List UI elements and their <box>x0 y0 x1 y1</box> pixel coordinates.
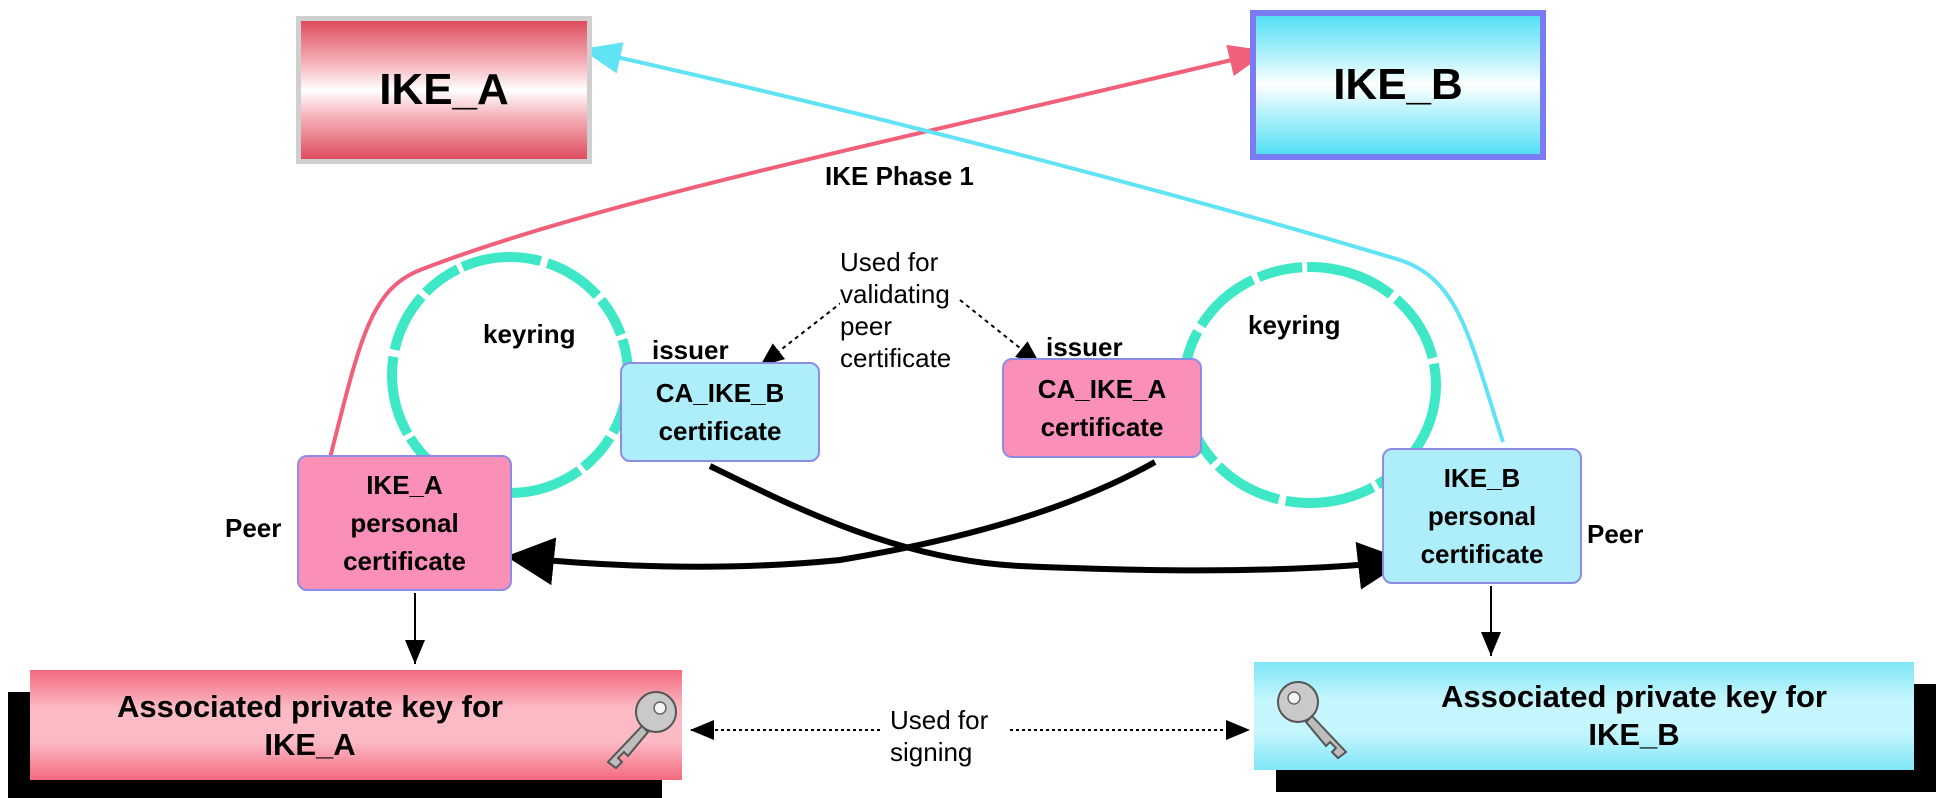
validating-arrow-right <box>959 299 1041 365</box>
phase1-line-b-to-a <box>581 42 1505 443</box>
ike-b-cert-line-2: personal <box>1427 501 1537 531</box>
ike-a-cert-line-2: personal <box>350 508 459 538</box>
ca-b-cert-line-2: certificate <box>658 416 782 446</box>
ca-a-cert-line-2: certificate <box>1040 412 1164 442</box>
signing-line-1: Used for <box>890 705 989 735</box>
ike-a-personal-certificate: IKE_A personal certificate <box>297 455 512 591</box>
ike-b-node: IKE_B <box>1250 10 1546 160</box>
private-key-b-text: Associated private key for IKE_B <box>1354 678 1914 754</box>
issuer-right-label: issuer <box>1046 332 1123 362</box>
issuer-link-ca-a-to-ike-a <box>506 459 1157 586</box>
private-key-b-line-2: IKE_B <box>1588 717 1680 752</box>
validating-line-4: certificate <box>840 343 952 373</box>
keyring-right-label: keyring <box>1248 310 1341 340</box>
validating-note: Used for validating peer certificate <box>840 246 952 374</box>
ca-ike-a-certificate: CA_IKE_A certificate <box>1002 358 1202 458</box>
ike-b-cert-line-1: IKE_B <box>1443 463 1521 493</box>
ike-a-node: IKE_A <box>296 16 592 164</box>
validating-line-2: validating <box>840 279 950 309</box>
peer-right-label: Peer <box>1587 519 1644 549</box>
private-key-b-box: Associated private key for IKE_B <box>1254 662 1914 770</box>
keyring-left-label: keyring <box>483 319 576 349</box>
private-key-a-text: Associated private key for IKE_A <box>30 688 590 764</box>
key-icon <box>606 691 677 770</box>
peer-left-label: Peer <box>225 513 282 543</box>
ike-b-label: IKE_B <box>1333 60 1463 109</box>
private-key-b-line-1: Associated private key for <box>1441 679 1827 714</box>
signing-line-2: signing <box>890 737 973 767</box>
phase1-line-a-to-b <box>328 44 1269 459</box>
ike-a-label: IKE_A <box>379 65 509 114</box>
ike-b-cert-line-3: certificate <box>1420 539 1544 569</box>
signing-note: Used for signing <box>886 704 993 768</box>
ca-b-cert-line-1: CA_IKE_B <box>655 378 785 408</box>
issuer-link-ca-b-to-ike-b <box>708 463 1406 590</box>
issuer-left-label: issuer <box>652 335 729 365</box>
ca-ike-b-certificate: CA_IKE_B certificate <box>620 362 820 462</box>
ike-a-cert-line-3: certificate <box>343 546 466 576</box>
ike-b-personal-certificate: IKE_B personal certificate <box>1382 448 1582 584</box>
phase1-label: IKE Phase 1 <box>825 161 974 191</box>
private-key-a-line-1: Associated private key for <box>117 689 503 724</box>
validating-line-3: peer <box>840 311 893 341</box>
ike-a-cert-line-1: IKE_A <box>366 470 443 500</box>
key-icon <box>1277 681 1348 760</box>
private-key-a-line-2: IKE_A <box>264 727 356 762</box>
ca-a-cert-line-1: CA_IKE_A <box>1037 374 1167 404</box>
private-key-a-box: Associated private key for IKE_A <box>30 670 682 780</box>
validating-line-1: Used for <box>840 247 939 277</box>
